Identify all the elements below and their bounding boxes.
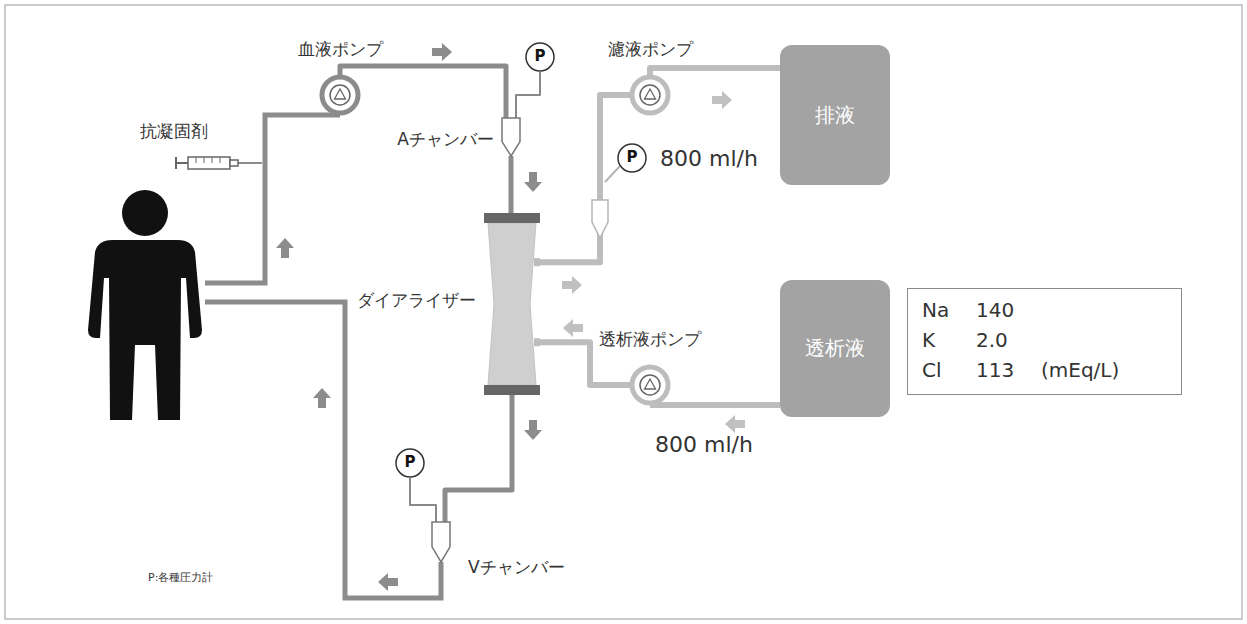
dialyzer: ダイアライザー bbox=[484, 213, 540, 395]
flow-arrow bbox=[276, 43, 745, 591]
table-cell: Na bbox=[922, 299, 949, 322]
gauge-line bbox=[605, 166, 620, 182]
electrolyte-table: Na 140K 2.0Cl 113 (mEq/L) bbox=[907, 288, 1182, 395]
tube-connector bbox=[650, 402, 780, 408]
drip-chamber: Aチャンバー bbox=[500, 118, 522, 156]
table-cell: 2.0 bbox=[976, 329, 1008, 352]
drug-label: 抗凝固剤 bbox=[140, 122, 208, 142]
tube-connector bbox=[445, 395, 512, 522]
tube-connector bbox=[509, 156, 514, 213]
dialyzer-shape bbox=[484, 213, 540, 395]
table-cell: (mEq/L) bbox=[1041, 359, 1119, 382]
pressure-gauge: P bbox=[395, 448, 425, 478]
node-text: P bbox=[617, 143, 647, 173]
part-name: 血液ポンプ bbox=[298, 40, 383, 60]
filtrate-chamber bbox=[592, 200, 608, 238]
blood-pump: 血液ポンプ bbox=[320, 75, 360, 115]
filtrate-pump: 濾液ポンプ bbox=[630, 75, 670, 115]
patient-figure bbox=[88, 190, 202, 420]
flow-rate: 800 ml/h bbox=[660, 146, 758, 171]
syringe-symbol bbox=[176, 157, 262, 169]
dialysate-tank: 透析液 bbox=[780, 280, 890, 417]
drip-chamber: Vチャンバー bbox=[430, 522, 452, 562]
node-text: 排液 bbox=[780, 45, 890, 185]
part-name: Vチャンバー bbox=[468, 558, 565, 578]
tube-connector bbox=[650, 68, 780, 75]
legend-note: P:各種圧力計 bbox=[148, 572, 213, 585]
table-cell: 113 bbox=[976, 359, 1014, 382]
pump-shape bbox=[320, 75, 360, 115]
tube-connector bbox=[540, 95, 630, 262]
table-cell: K bbox=[922, 329, 935, 352]
table-cell: Cl bbox=[922, 359, 942, 382]
tube-connector bbox=[516, 72, 540, 118]
frame bbox=[5, 5, 1242, 619]
table-cell: 140 bbox=[976, 299, 1014, 322]
node-text: P bbox=[395, 448, 425, 478]
part-name: ダイアライザー bbox=[355, 291, 478, 311]
tube-connector bbox=[340, 66, 506, 118]
node-text: 透析液 bbox=[780, 280, 890, 417]
pressure-gauge: P bbox=[525, 42, 555, 72]
pump-shape bbox=[630, 365, 670, 405]
chamber-shape bbox=[500, 118, 522, 156]
blood-tube bbox=[205, 302, 441, 598]
part-name: Aチャンバー bbox=[397, 130, 494, 150]
flow-rate: 800 ml/h bbox=[655, 432, 753, 457]
blood-tube bbox=[205, 115, 340, 283]
dialysate-pump: 透析液ポンプ bbox=[630, 365, 670, 405]
pump-shape bbox=[630, 75, 670, 115]
drain-tank: 排液 bbox=[780, 45, 890, 185]
pressure-gauge: P bbox=[617, 143, 647, 173]
chamber-shape bbox=[430, 522, 452, 562]
tube-connector bbox=[410, 478, 436, 522]
part-name: 濾液ポンプ bbox=[608, 40, 693, 60]
part-name: 透析液ポンプ bbox=[599, 330, 701, 350]
node-text: P bbox=[525, 42, 555, 72]
